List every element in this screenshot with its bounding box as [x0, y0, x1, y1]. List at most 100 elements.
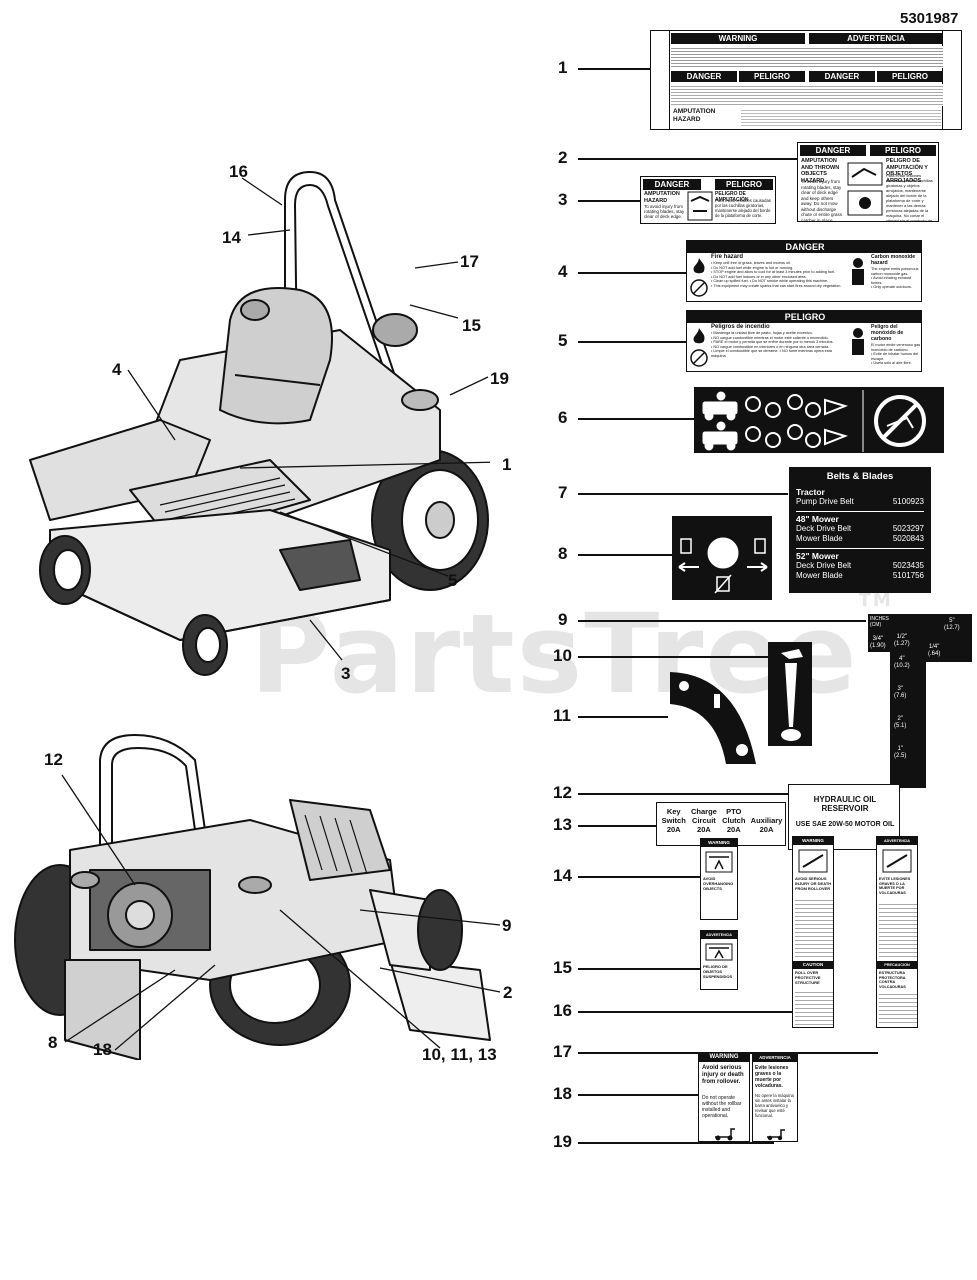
tick-cm: (7.6) — [894, 693, 907, 699]
callout-2-illustration: 2 — [503, 983, 513, 1002]
decal-4-fire-co-danger: DANGER Fire hazard • Keep unit free of g… — [686, 240, 922, 302]
decal-2-body-en: To avoid injury from rotating blades, st… — [801, 179, 843, 222]
fuel-selector-icon — [678, 537, 768, 594]
decal-16-caution: CAUTION — [793, 961, 833, 969]
callout-3-illustration: 3 — [341, 664, 351, 683]
callout-5: 5 — [558, 331, 568, 350]
decal-1-peligro-2: PELIGRO — [877, 71, 943, 82]
decal-14-text: AVOID OVERHANGING OBJECTS — [703, 876, 734, 891]
decal-3-title-es: PELIGRO DE AMPUTACIÓN — [715, 191, 749, 203]
callout-14: 14 — [553, 866, 572, 885]
fire-line: • This equipment may create sparks that … — [711, 283, 842, 288]
callout-18-illustration: 18 — [93, 1040, 112, 1059]
callout-7: 7 — [558, 483, 568, 502]
callout-16-illustration: 16 — [229, 162, 248, 181]
decal-1-danger-1: DANGER — [671, 71, 737, 82]
decal-5-co-title: Peligro del monóxido de carbono — [871, 324, 904, 342]
fuse-label2: Switch — [661, 816, 686, 825]
decal-7-header: Belts & Blades — [826, 471, 894, 482]
decal-3-amputation-hazard: DANGER PELIGRO AMPUTATION HAZARD To avoi… — [640, 176, 776, 224]
mower-front-illustration — [29, 171, 490, 676]
decal-9-tick: 5"(12.7) — [944, 618, 960, 632]
decal-4-fire-title: Fire hazard — [711, 254, 744, 260]
leader-15 — [578, 968, 700, 970]
watermark-tm: TM — [858, 590, 893, 611]
fuse-label1 — [751, 807, 783, 816]
tick-in: 4" — [899, 656, 905, 662]
co-line: • Úsela sólo al aire libre. — [871, 361, 912, 366]
decal-5-co-text: El motor emite venenoso gas monóxido de … — [871, 343, 921, 366]
decal-4-co-text: The engine emits poisonous carbon monoxi… — [871, 267, 921, 290]
decal-16-fine-print — [795, 897, 833, 957]
decal-19-body: No opere la máquina sin antes instalar l… — [755, 1093, 794, 1118]
decal-14-overhang-icon — [705, 851, 733, 873]
leader-12 — [578, 793, 788, 795]
row-part: 5023297 — [892, 524, 924, 533]
fire-line: • Do NOT add fuel indoors or in any othe… — [711, 274, 807, 279]
callout-14-illustration: 14 — [222, 228, 241, 247]
callout-15-illustration: 15 — [462, 316, 481, 335]
decal-19-bold: Evite lesiones graves o la muerte por vo… — [755, 1065, 789, 1089]
leader-7 — [578, 493, 788, 495]
decal-15-overhang-advertencia: ADVERTENCIA PELIGRO DE OBJETOS SUSPENDID… — [700, 930, 738, 990]
decal-9-tick: 3/4"(1.90) — [870, 636, 886, 650]
leader-11 — [578, 716, 668, 718]
person-exhaust-icon — [852, 328, 864, 355]
decal-6-operation-pictogram — [694, 387, 944, 453]
decal-9-tick: 1/4"(.64) — [928, 644, 940, 658]
tick-in: 3/4" — [872, 636, 884, 642]
row-part: 5100923 — [892, 497, 924, 506]
fire-line: • NO cargue combustible mientras el moto… — [711, 335, 829, 340]
callout-19-illustration: 19 — [490, 369, 509, 388]
decal-17-text2: ESTRUCTURA PROTECTORA CONTRA VOLCADURAS — [879, 971, 906, 989]
leader-9 — [578, 620, 868, 622]
leader-19 — [578, 1142, 774, 1144]
no-smoking-icon — [690, 279, 708, 297]
person-exhaust-icon — [852, 258, 864, 285]
leader-5 — [578, 341, 686, 343]
decal-18-header: WARNING — [699, 1053, 749, 1062]
no-smoking-icon — [690, 349, 708, 367]
tick-in: 2" — [897, 716, 903, 722]
fuse-amp: 20A — [697, 825, 711, 834]
decal-3-title-en: AMPUTATION HAZARD — [644, 191, 680, 204]
callout-12: 12 — [553, 783, 572, 802]
decal-1-text-block — [671, 46, 943, 68]
leader-4 — [578, 272, 686, 274]
height-gauge-shape — [868, 614, 972, 788]
fire-icon — [693, 258, 705, 274]
decal-11-choke-arc — [670, 672, 756, 764]
decal-16-fine-print-2 — [795, 989, 833, 1025]
decal-2-danger: DANGER — [800, 145, 866, 156]
decal-14-header: WARNING — [701, 839, 737, 847]
decal-17-rollover-advertencia: ADVERTENCIA EVITE LESIONES GRAVES O LA M… — [876, 836, 918, 1028]
fire-line: • Mantenga la unidad libre de pasto, hoj… — [711, 331, 813, 335]
decal-18-bold: Avoid serious injury or death from rollo… — [702, 1065, 744, 1085]
leader-13 — [578, 825, 656, 827]
decal-18-body: Do not operate without the rollbar insta… — [702, 1095, 742, 1119]
document-number: 5301987 — [900, 10, 959, 27]
row-label: Deck Drive Belt — [796, 524, 852, 533]
callout-2: 2 — [558, 148, 568, 167]
decal-1-warning-header: WARNING — [671, 33, 805, 44]
decal-17-rollover-icon — [882, 849, 912, 873]
fuse-amp: 20A — [726, 825, 741, 834]
tick-in: 1/2" — [896, 634, 908, 640]
decal-2-body-es: Para evitar lesiones causadas por las cu… — [886, 173, 933, 222]
decal-1-danger-2: DANGER — [809, 71, 875, 82]
decal-9-tick: 4"(10.2) — [894, 656, 910, 670]
decal-9-height-gauge: INCHES (CM) 5"(12.7) 1/2"(1.27) 3/4"(1.9… — [866, 612, 974, 792]
decal-7-tractor: Tractor — [796, 487, 825, 497]
callout-19: 19 — [553, 1132, 572, 1151]
fire-line: • Clean up spilled fuel. • Do NOT smoke … — [711, 279, 829, 284]
decal-1-advertencia-header: ADVERTENCIA — [809, 33, 943, 44]
decal-1-peligro-1: PELIGRO — [739, 71, 805, 82]
fuse-label1: PTO — [726, 807, 742, 816]
row-label: Mower Blade — [796, 534, 843, 543]
decal-7-row: Deck Drive Belt 5023297 — [796, 524, 924, 534]
fire-line: • Do NOT add fuel while engine is hot or… — [711, 265, 794, 270]
